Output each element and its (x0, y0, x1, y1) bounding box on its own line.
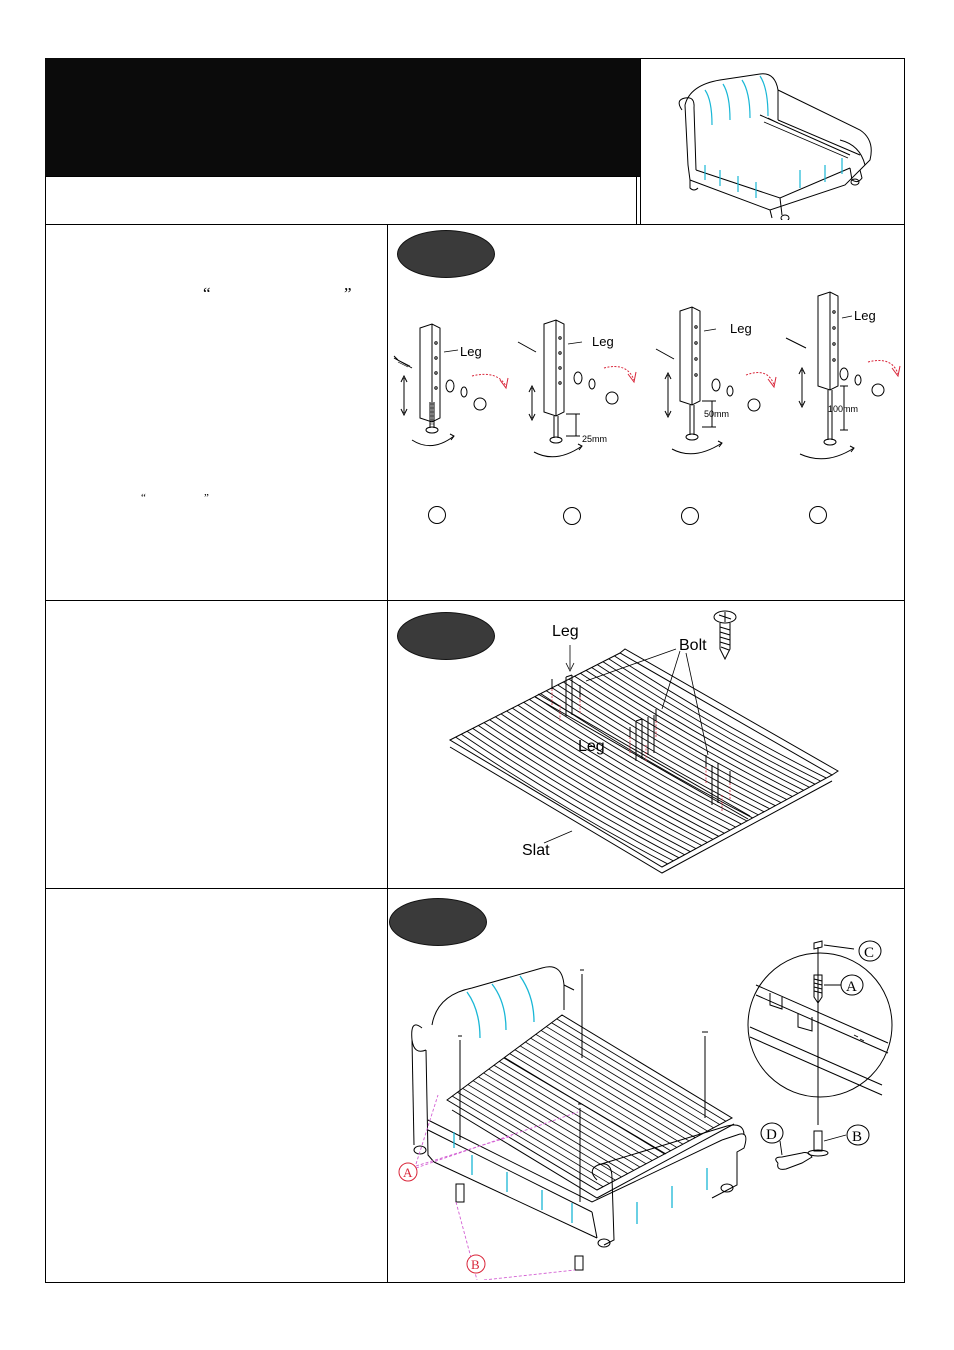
step-1-dim-3: 100mm (828, 404, 858, 414)
subtitle-box (45, 176, 637, 224)
callout-c: C (864, 945, 874, 961)
callout-b-main: B (471, 1257, 480, 1272)
row-divider-1 (45, 224, 905, 225)
leg-diagram-3: Leg 50mm (655, 306, 777, 455)
row-divider-3 (45, 888, 905, 889)
step-2-badge (397, 612, 495, 660)
bed-assembly-diagram: A B (398, 966, 747, 1280)
bed-thumbnail (678, 73, 872, 220)
leg-diagram-1: Leg (393, 323, 509, 447)
option-circle-3 (681, 507, 699, 525)
column-divider (387, 224, 388, 1283)
option-circle-2 (563, 507, 581, 525)
row-divider-2 (45, 600, 905, 601)
step-1-leg-label-4: Leg (854, 308, 876, 323)
step-1-quote-close: ” (344, 284, 352, 303)
step-1-badge (397, 230, 495, 278)
step-1-leg-label-3: Leg (730, 321, 752, 336)
detail-zoom-diagram: C A B D (747, 940, 893, 1170)
option-circle-1 (428, 506, 446, 524)
callout-a-detail: A (846, 979, 857, 995)
callout-d: D (766, 1127, 777, 1143)
leg-diagram-2: Leg 25mm (517, 319, 637, 458)
callout-a-main: A (403, 1165, 413, 1180)
slat-frame-diagram: Leg Bolt Leg Slat (448, 610, 839, 874)
step-1-quote-open-2: “ (141, 492, 146, 504)
step-1-leg-label-2: Leg (592, 334, 614, 349)
step-2-leg-label-mid: Leg (578, 738, 605, 755)
header-divider (640, 58, 641, 224)
step-1-quote-open: “ (203, 284, 211, 303)
step-1-dim-2: 50mm (704, 409, 729, 419)
step-3-badge (389, 898, 487, 946)
step-1-leg-label-1: Leg (460, 344, 482, 359)
option-circle-4 (809, 506, 827, 524)
step-2-slat-label: Slat (522, 842, 550, 859)
bolt-icon (713, 610, 737, 661)
callout-b-detail: B (852, 1129, 862, 1145)
step-2-leg-label-top: Leg (552, 623, 579, 640)
step-2-bolt-label: Bolt (679, 637, 707, 654)
leg-diagram-4: Leg 100mm (785, 291, 901, 460)
title-divider (45, 176, 641, 177)
step-1-dim-1: 25mm (582, 434, 607, 444)
step-1-quote-close-2: ” (204, 492, 209, 504)
title-bar (45, 58, 641, 176)
